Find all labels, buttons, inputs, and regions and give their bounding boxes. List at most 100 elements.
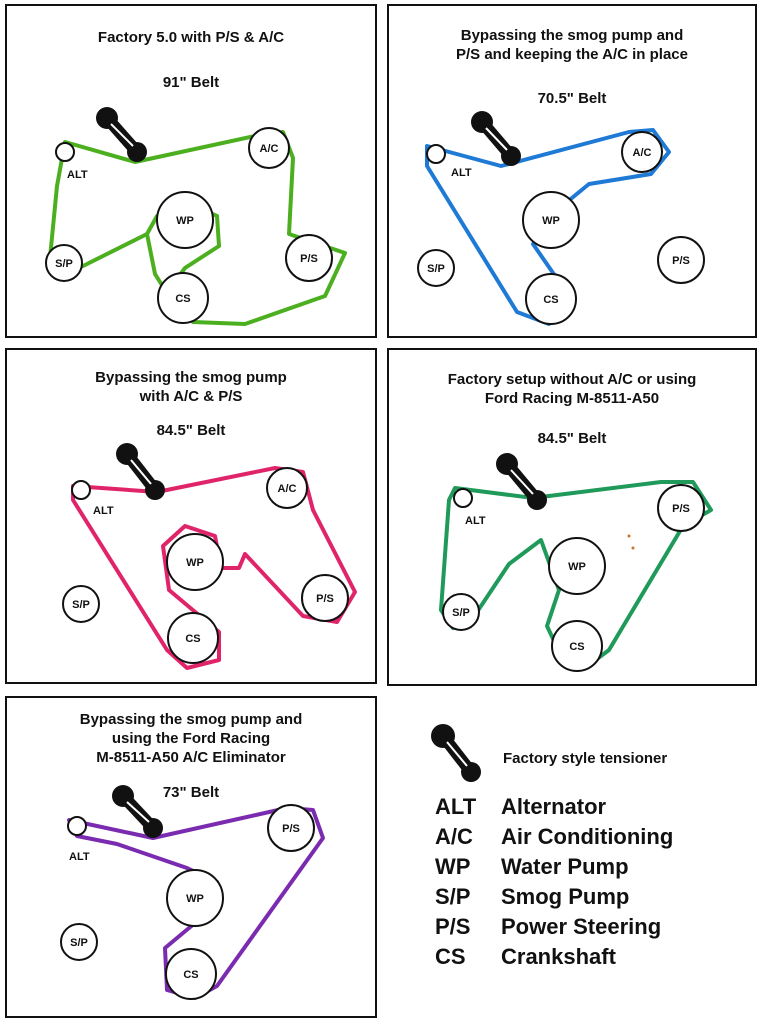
diagram-panel-bypass-smog: Bypassing the smog pump with A/C & P/S 8… [5,348,377,684]
ac-pulley: A/C [248,127,290,169]
pulley-label: ALT [93,505,114,517]
belt-length: 84.5" Belt [537,430,607,447]
crankshaft-pulley: CS [551,620,603,672]
ac-pulley: A/C [621,131,663,173]
alternator-pulley: ALT [55,142,88,181]
belt-diagram: ALT P/S WP S/P CS [60,785,325,1000]
panel-title-line: Bypassing the smog pump and [79,711,303,728]
diagram-panel-bypass-smog-ps: Bypassing the smog pump and P/S and keep… [387,4,757,338]
panel-title-line: Factory setup without A/C or using [447,371,697,388]
pulley-label: S/P [55,258,73,270]
crankshaft-pulley: CS [165,948,217,1000]
panel-title-line: Factory 5.0 with P/S & A/C [97,29,285,46]
panel-title-line: with A/C & P/S [139,388,243,405]
smog-pump-pulley: S/P [442,593,480,631]
crankshaft-pulley: CS [525,273,577,325]
legend-abbr: P/S [435,914,471,939]
belt-length: 73" Belt [162,784,220,801]
pulley-label: P/S [672,255,690,267]
pulley-label: ALT [67,169,88,181]
power-steering-pulley: P/S [657,236,705,284]
belt-diagram: ALT P/S WP S/P CS [439,453,713,672]
tensioner-icon [96,107,147,162]
pulley-label: WP [568,561,586,573]
belt-diagram: ALT A/C WP S/P P/S CS [62,443,357,670]
pulley-label: A/C [260,143,279,155]
speck-mark [631,546,635,550]
pulley-label: S/P [70,937,88,949]
crankshaft-pulley: CS [157,272,209,324]
pulley-label: WP [186,557,204,569]
alternator-pulley: ALT [426,144,472,179]
pulley-label: ALT [451,167,472,179]
pulley-label: S/P [427,263,445,275]
panel-title-line: M-8511-A50 A/C Eliminator [96,749,286,766]
pulley-label: P/S [282,823,300,835]
legend-name: Air Conditioning [501,824,674,849]
belt-length: 84.5" Belt [156,422,226,439]
belt-diagram: ALT A/C WP S/P P/S CS [45,107,347,326]
alternator-pulley: ALT [71,480,114,517]
pulley-label: WP [542,215,560,227]
pulley-label: ALT [69,851,90,863]
power-steering-pulley: P/S [657,484,705,532]
power-steering-pulley: P/S [267,804,315,852]
pulley-label: S/P [72,599,90,611]
panel-title: Bypassing the smog pump and P/S and keep… [389,26,755,64]
alternator-pulley: ALT [453,488,486,527]
pulley-label: A/C [633,147,652,159]
tensioner-icon [496,453,547,510]
tensioner-icon [471,111,521,166]
tensioner-icon [116,443,165,500]
pulley-label: ALT [465,515,486,527]
legend-item: CS Crankshaft [435,944,616,970]
tensioner-icon [431,724,481,782]
belt-diagram: ALT A/C WP S/P P/S CS [417,111,705,326]
legend-name: Crankshaft [501,944,616,969]
water-pump-pulley: WP [156,191,214,249]
pulley-label: CS [185,633,200,645]
pulley-label: P/S [672,503,690,515]
smog-pump-pulley: S/P [62,585,100,623]
legend-item: WP Water Pump [435,854,629,880]
panel-title: Bypassing the smog pump and using the Fo… [7,710,375,767]
pulley-label: P/S [316,593,334,605]
panel-title: Factory 5.0 with P/S & A/C [7,28,375,47]
pulley-label: S/P [452,607,470,619]
pulley-label: WP [186,893,204,905]
diagram-panel-factory-no-ac: Factory setup without A/C or using Ford … [387,348,757,686]
legend-abbr: WP [435,854,471,879]
power-steering-pulley: P/S [301,574,349,622]
smog-pump-pulley: S/P [45,244,83,282]
alternator-pulley: ALT [67,816,90,863]
crankshaft-pulley: CS [167,612,219,664]
smog-pump-pulley: S/P [417,249,455,287]
legend-name: Water Pump [501,854,629,879]
panel-title: Factory setup without A/C or using Ford … [389,370,755,408]
panel-title-line: Ford Racing M-8511-A50 [484,390,660,407]
pulley-label: CS [569,641,584,653]
water-pump-pulley: WP [166,869,224,927]
tensioner-icon [112,785,163,838]
pulley-label: WP [176,215,194,227]
pulley-label: CS [543,294,558,306]
diagram-panel-factory: Factory 5.0 with P/S & A/C 91" Belt ALT … [5,4,377,338]
belt-path [425,128,671,326]
legend-abbr: ALT [435,794,477,819]
power-steering-pulley: P/S [285,234,333,282]
belt-length: 91" Belt [162,74,220,91]
panel-title-line: Bypassing the smog pump [95,369,287,386]
panel-title-line: Bypassing the smog pump and [460,27,684,44]
water-pump-pulley: WP [166,533,224,591]
legend-abbr: CS [435,944,466,969]
pulley-label: A/C [278,483,297,495]
panel-title-line: P/S and keeping the A/C in place [456,46,688,63]
speck-mark [627,534,631,538]
water-pump-pulley: WP [548,537,606,595]
panel-title: Bypassing the smog pump with A/C & P/S [7,368,375,406]
pulley-label: P/S [300,253,318,265]
